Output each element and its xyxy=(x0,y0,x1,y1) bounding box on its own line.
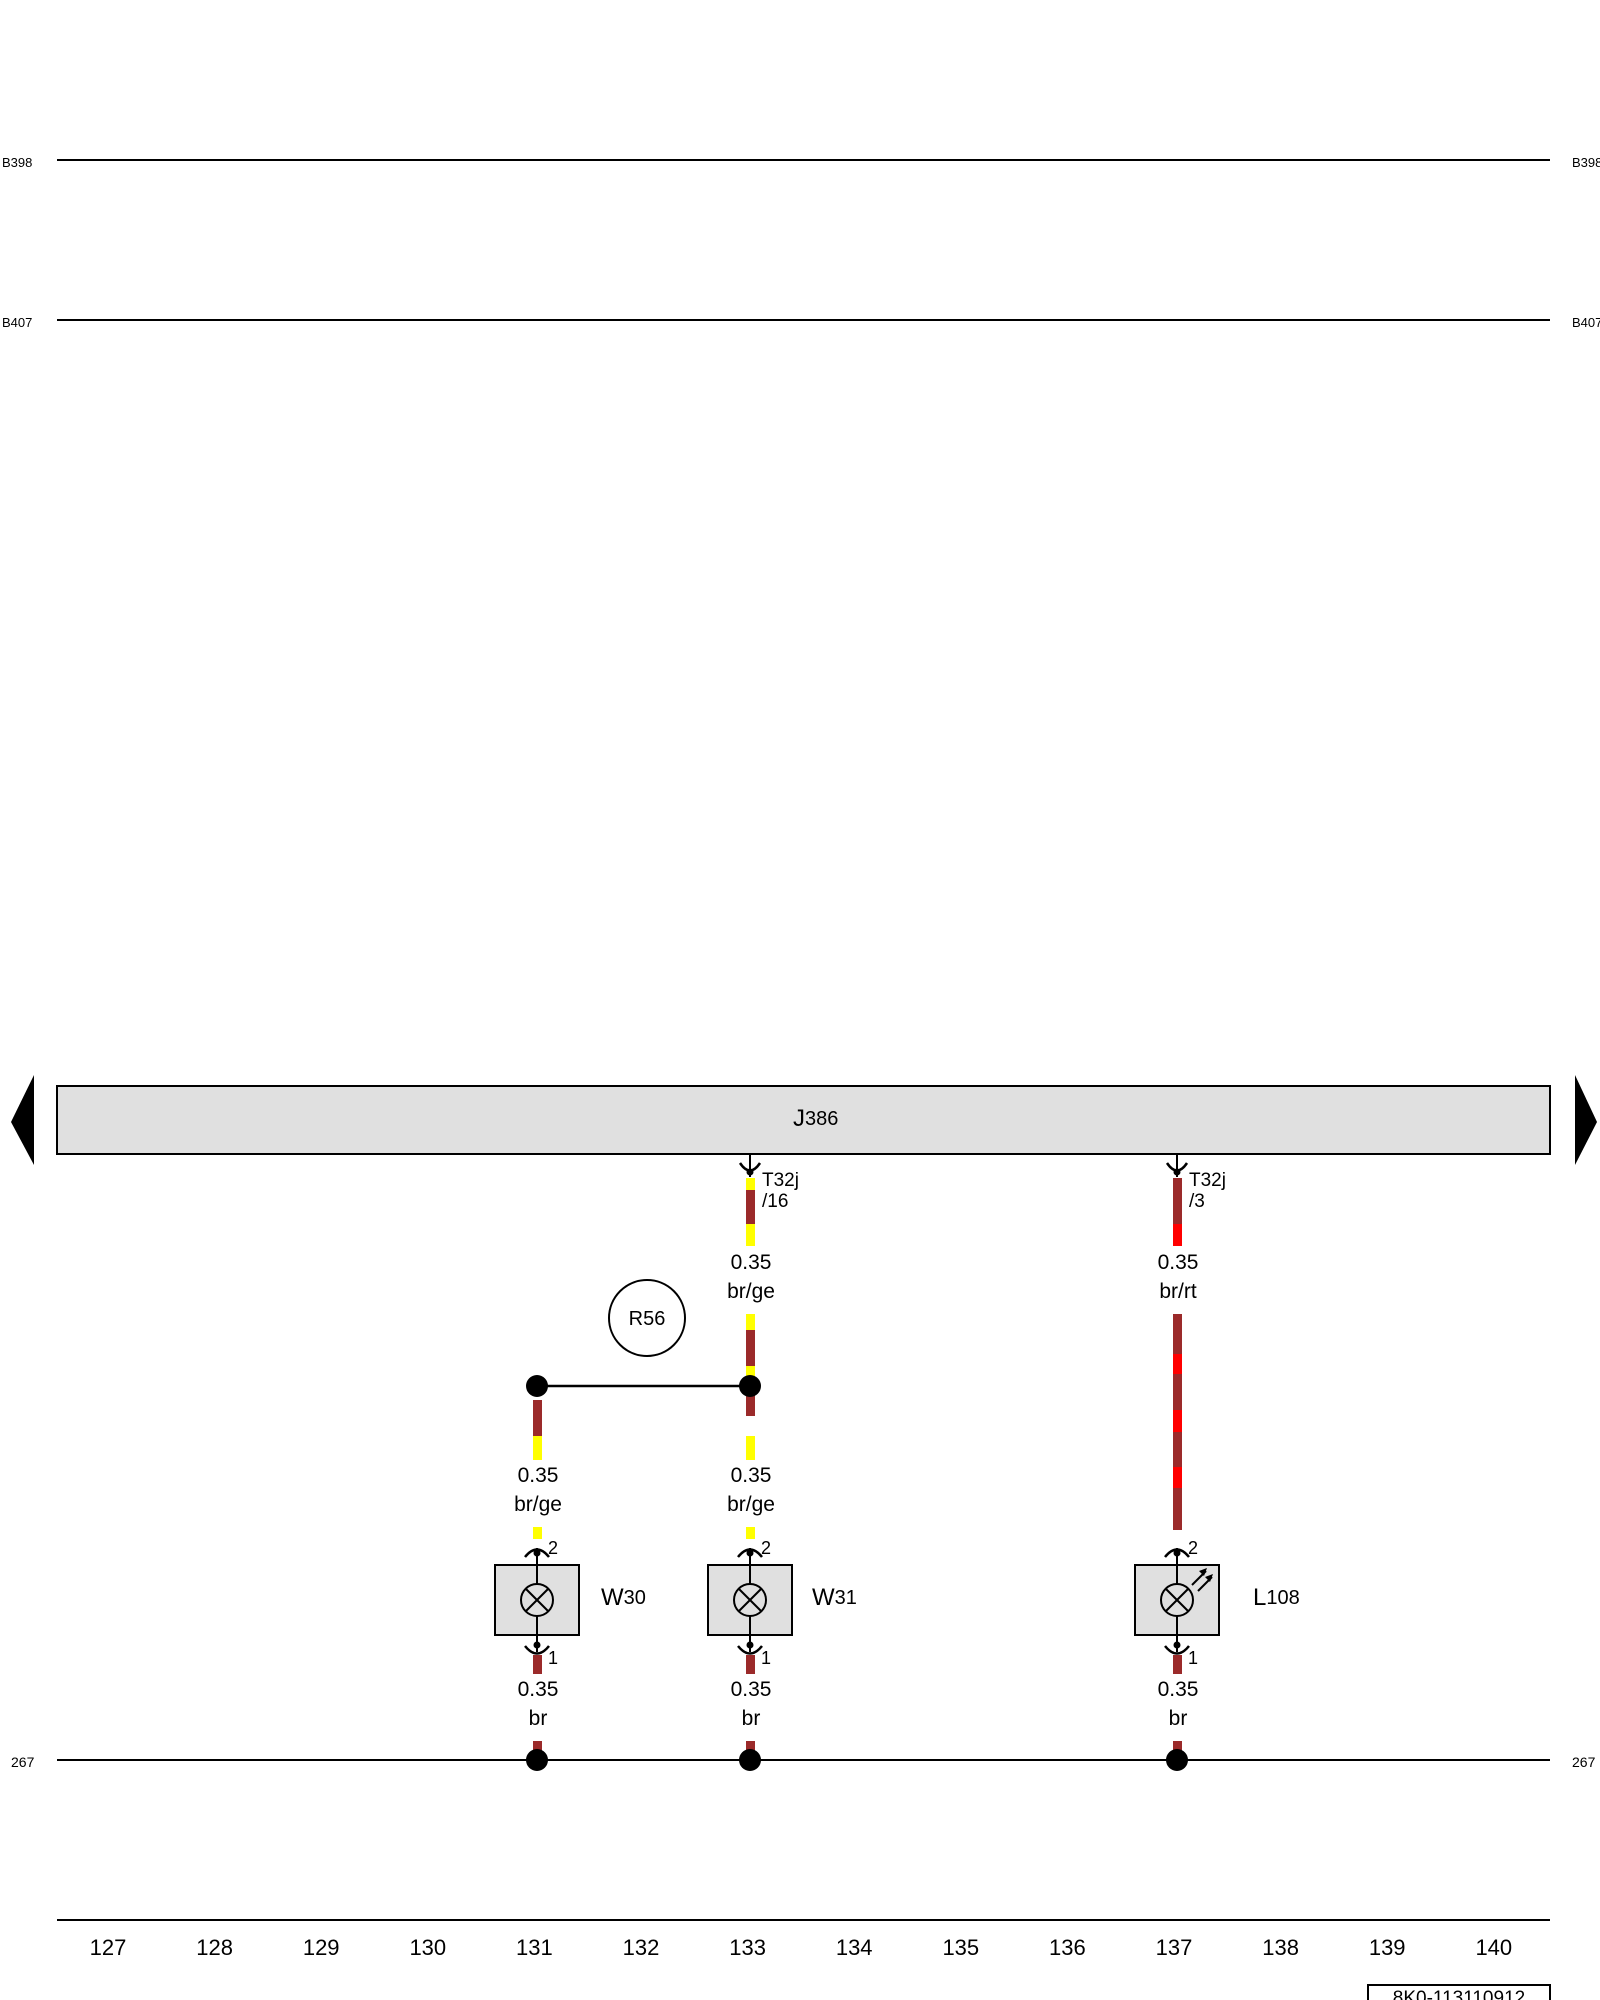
wire-size-137-top: 0.35 xyxy=(1158,1251,1199,1274)
page-next-arrow[interactable] xyxy=(1575,1075,1597,1165)
wire-size-137-bot: 0.35 xyxy=(1158,1678,1199,1701)
led-emit-arrows-icon xyxy=(1191,1568,1213,1592)
wire-color-137-top: br/rt xyxy=(1159,1280,1197,1303)
ground-label-right: 267 xyxy=(1572,1754,1596,1770)
bus-label-b398-left: B398 xyxy=(2,155,32,170)
wire-color-131-bot: br xyxy=(529,1707,548,1730)
grid-number: 128 xyxy=(196,1935,233,1960)
wire-color-133-mid: br/ge xyxy=(727,1493,775,1516)
wire-size-131-bot: 0.35 xyxy=(518,1678,559,1701)
wire-133-lower-a xyxy=(746,1527,755,1539)
ground-label-left: 267 xyxy=(11,1754,35,1770)
grid-number: 138 xyxy=(1262,1935,1299,1960)
bus-label-b407-left: B407 xyxy=(2,315,32,330)
control-unit-j386 xyxy=(56,1085,1551,1155)
wire-137-upper xyxy=(1173,1178,1182,1246)
svg-text:L108: L108 xyxy=(1253,1584,1300,1611)
grid-number: 137 xyxy=(1156,1935,1193,1960)
ground-dot-133 xyxy=(739,1749,761,1771)
component-w30: 2 1 W30 xyxy=(494,1538,646,1668)
junction-dot-131 xyxy=(526,1375,548,1397)
svg-text:W31: W31 xyxy=(812,1584,857,1611)
wire-133-upper xyxy=(746,1178,755,1246)
bus-label-b407-right: B407 xyxy=(1572,315,1600,330)
wire-size-133-mid: 0.35 xyxy=(731,1464,772,1487)
connector-t32j-3: T32j /3 xyxy=(1165,1155,1226,1212)
grid-numbers: 127 128 129 130 131 132 133 134 135 136 137 138 139 1… xyxy=(90,1935,1513,1960)
page-prev-arrow[interactable] xyxy=(11,1075,34,1165)
relay-r56-circle xyxy=(608,1279,686,1357)
wire-size-131-mid: 0.35 xyxy=(518,1464,559,1487)
grid-number: 140 xyxy=(1475,1935,1512,1960)
connector-t32j-16: T32j /16 xyxy=(738,1155,799,1212)
svg-text:T32j: T32j xyxy=(1189,1170,1226,1191)
svg-text:2: 2 xyxy=(548,1538,558,1558)
grid-number: 139 xyxy=(1369,1935,1406,1960)
svg-text:1: 1 xyxy=(1188,1648,1198,1668)
bus-label-b398-right: B398 xyxy=(1572,155,1600,170)
wire-color-133-top: br/ge xyxy=(727,1280,775,1303)
wire-137-middle xyxy=(1173,1314,1182,1530)
relay-r56-label: R56 xyxy=(629,1308,666,1330)
junction-dot-133 xyxy=(739,1375,761,1397)
ground-dot-137 xyxy=(1166,1749,1188,1771)
grid-number: 136 xyxy=(1049,1935,1086,1960)
svg-text:/16: /16 xyxy=(762,1191,788,1212)
svg-text:2: 2 xyxy=(761,1538,771,1558)
component-l108: 2 1 L108 xyxy=(1134,1538,1300,1668)
grid-number: 134 xyxy=(836,1935,873,1960)
wire-color-131-mid: br/ge xyxy=(514,1493,562,1516)
wire-color-133-bot: br xyxy=(742,1707,761,1730)
svg-text:1: 1 xyxy=(761,1648,771,1668)
component-w31: 2 1 W31 xyxy=(707,1538,857,1668)
svg-text:W30: W30 xyxy=(601,1584,646,1611)
wire-131-middle xyxy=(533,1400,542,1460)
grid-number: 133 xyxy=(729,1935,766,1960)
grid-number: 131 xyxy=(516,1935,553,1960)
drawing-code-box xyxy=(1367,1984,1551,2000)
wire-color-137-bot: br xyxy=(1169,1707,1188,1730)
control-unit-label: J386 xyxy=(793,1105,838,1132)
grid-number: 130 xyxy=(409,1935,446,1960)
ground-dot-131 xyxy=(526,1749,548,1771)
svg-text:2: 2 xyxy=(1188,1538,1198,1558)
drawing-code: 8K0-113110912 xyxy=(1393,1988,1525,2000)
svg-text:1: 1 xyxy=(548,1648,558,1668)
grid-number: 135 xyxy=(942,1935,979,1960)
wire-size-133-top: 0.35 xyxy=(731,1251,772,1274)
svg-text:T32j: T32j xyxy=(762,1170,799,1191)
wire-size-133-bot: 0.35 xyxy=(731,1678,772,1701)
grid-number: 129 xyxy=(303,1935,340,1960)
grid-number: 127 xyxy=(90,1935,127,1960)
svg-text:/3: /3 xyxy=(1189,1191,1205,1212)
grid-number: 132 xyxy=(623,1935,660,1960)
